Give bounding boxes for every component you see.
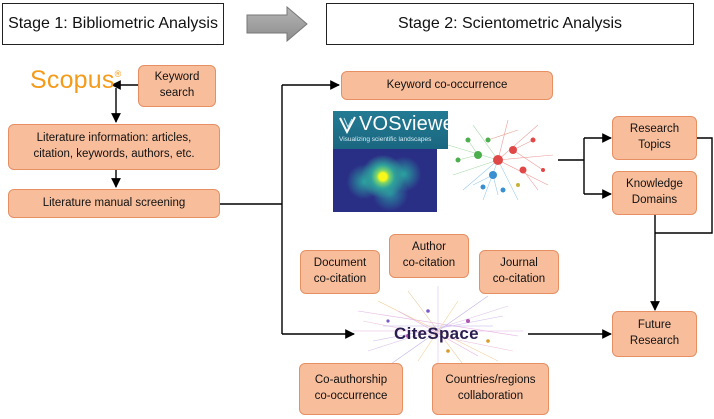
keyword-cooccurrence-label: Keyword co-occurrence: [386, 78, 508, 91]
author-cocitation-label: Author co-citation: [402, 241, 456, 269]
journal-cocitation-label: Journal co-citation: [492, 257, 546, 285]
knowledge-domains-label: Knowledge Domains: [626, 178, 683, 206]
literature-screening-label: Literature manual screening: [42, 196, 186, 209]
stage-2-header: Stage 2: Scientometric Analysis: [326, 3, 694, 45]
research-topics-label: Research Topics: [629, 123, 680, 151]
citespace-logo: CiteSpace: [394, 324, 479, 344]
knowledge-domains-box: Knowledge Domains: [612, 171, 697, 215]
vosviewer-mark-icon: [339, 116, 356, 135]
scopus-logo-text: Scopus: [30, 66, 115, 94]
line-topics-feedback: [655, 137, 713, 234]
countries-collaboration-label: Countries/regions collaboration: [445, 374, 536, 402]
citespace-logo-text: CiteSpace: [394, 324, 479, 343]
density-map-image: [333, 149, 437, 212]
stage-2-label: Stage 2: Scientometric Analysis: [397, 15, 623, 32]
stage-arrow-icon: [246, 6, 308, 42]
literature-screening-box: Literature manual screening: [8, 189, 220, 218]
coauthorship-box: Co-authorship co-occurrence: [299, 363, 403, 415]
future-research-label: Future Research: [629, 319, 680, 347]
keyword-cooccurrence-box: Keyword co-occurrence: [341, 71, 553, 100]
countries-collaboration-box: Countries/regions collaboration: [432, 363, 549, 415]
document-cocitation-label: Document co-citation: [313, 257, 367, 285]
vosviewer-title: VOSviewer: [359, 113, 461, 135]
registered-mark-icon: ®: [114, 69, 122, 79]
document-cocitation-box: Document co-citation: [300, 250, 380, 294]
literature-information-label: Literature information: articles, citati…: [33, 132, 195, 160]
scopus-logo: Scopus®: [30, 66, 121, 95]
keyword-search-box: Keyword search: [138, 65, 216, 107]
literature-information-box: Literature information: articles, citati…: [8, 124, 220, 170]
coauthorship-label: Co-authorship co-occurrence: [314, 374, 388, 402]
vosviewer-logo: VOSviewer Visualizing scientific landsca…: [333, 111, 461, 149]
vosviewer-subtitle: Visualizing scientific landscapes: [339, 136, 432, 143]
citespace-network-image: [353, 286, 523, 376]
stage-1-header: Stage 1: Bibliometric Analysis: [2, 3, 224, 45]
future-research-box: Future Research: [612, 311, 697, 357]
keyword-network-image: [447, 119, 554, 201]
keyword-search-label: Keyword search: [154, 71, 200, 99]
journal-cocitation-box: Journal co-citation: [479, 250, 559, 294]
author-cocitation-box: Author co-citation: [389, 234, 469, 278]
stage-1-label: Stage 1: Bibliometric Analysis: [8, 15, 218, 32]
research-topics-box: Research Topics: [612, 116, 697, 160]
